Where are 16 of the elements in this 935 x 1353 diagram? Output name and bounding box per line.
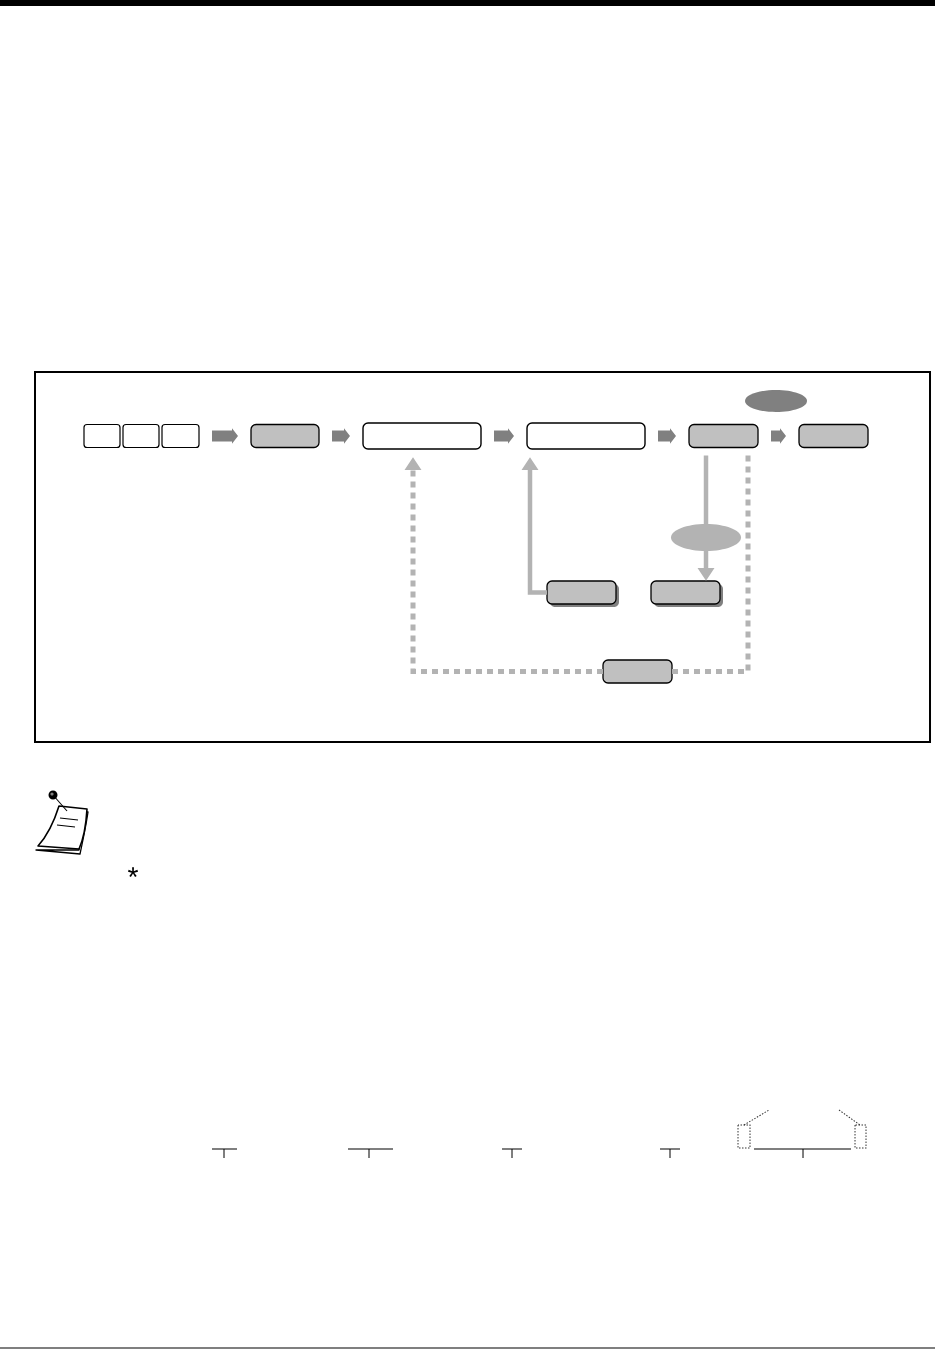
dashed-line [672, 455, 751, 674]
rounded-box [250, 423, 320, 449]
rounded-box [526, 422, 646, 450]
rounded-box [83, 423, 121, 449]
rounded-box [161, 423, 200, 449]
rounded-box [798, 423, 869, 449]
oval [671, 524, 741, 551]
connector-line [703, 455, 709, 524]
rounded-box [688, 423, 759, 449]
rounded-box [362, 422, 482, 450]
oval [745, 390, 807, 412]
asterisk: * [128, 867, 138, 878]
rounded-box [602, 659, 673, 684]
rounded-box [650, 580, 723, 607]
rounded-box [546, 580, 619, 607]
rounded-box [122, 423, 160, 449]
